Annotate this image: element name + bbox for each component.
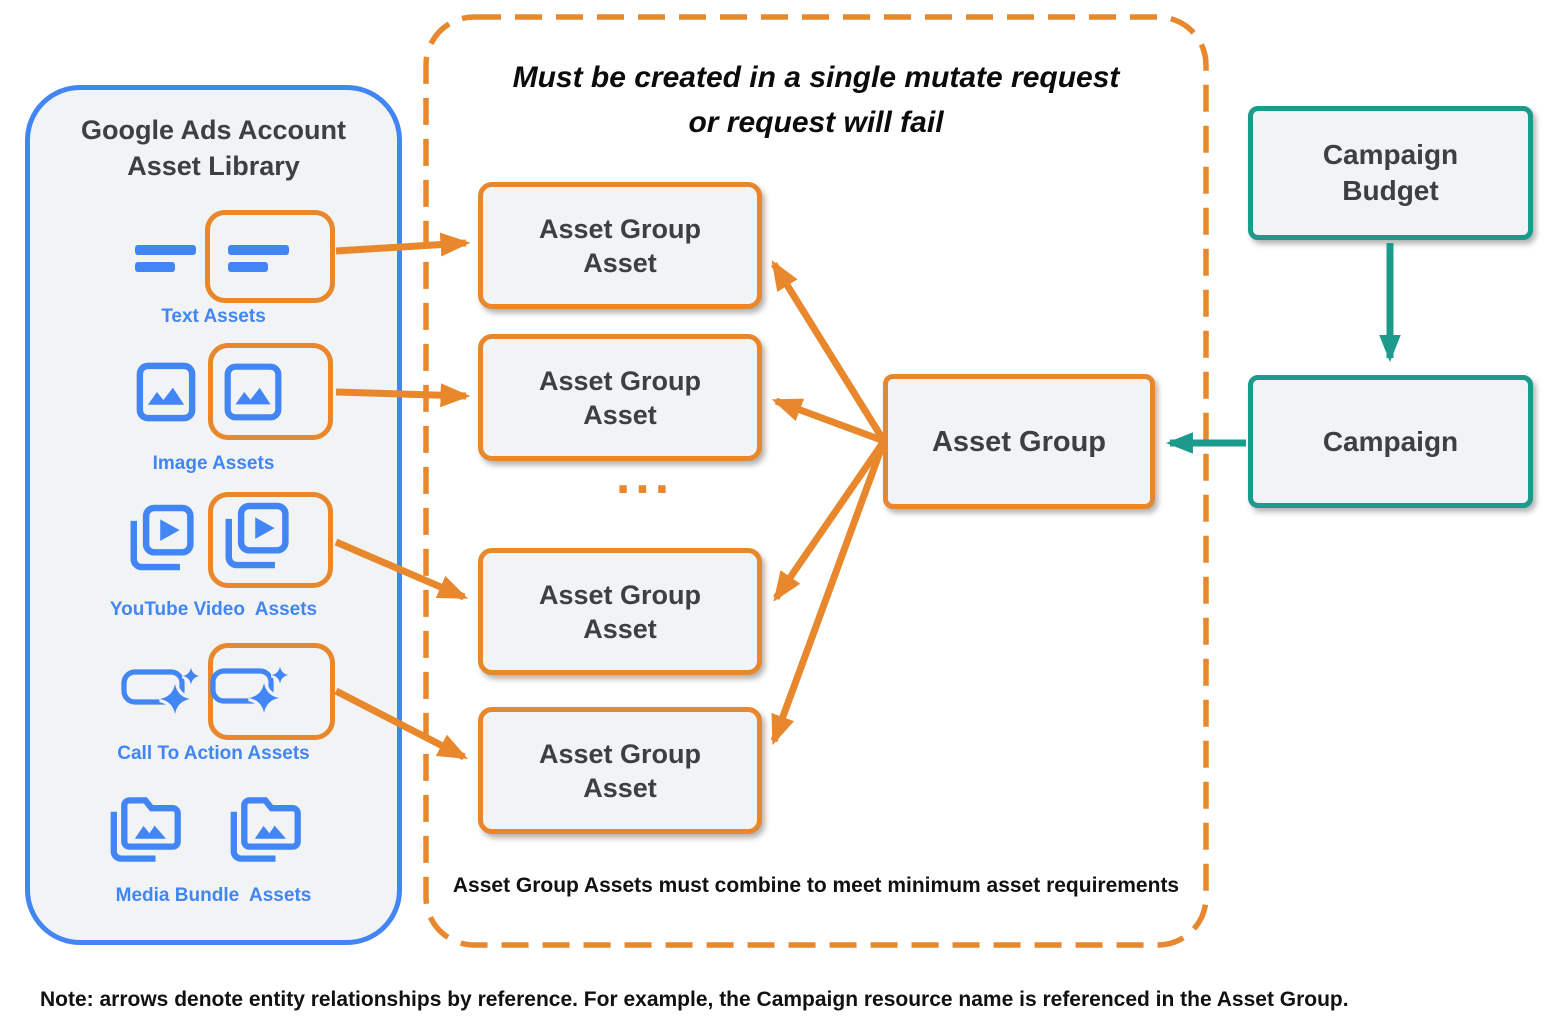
asset-group-asset-box: Asset Group Asset [478, 334, 762, 461]
arrow-assetgroup-to-aga3 [773, 439, 887, 602]
call-to-action-asset-icon [210, 666, 289, 713]
youtube-assets-label: YouTube Video Assets [109, 599, 318, 620]
arrow-assetgroup-to-aga1 [771, 260, 887, 443]
image-asset-icon [136, 362, 196, 422]
text-asset-icon [135, 245, 196, 272]
reference-note: Note: arrows denote entity relationships… [40, 988, 1349, 1011]
youtube-video-asset-icon [130, 504, 194, 571]
asset-group-asset-box: Asset Group Asset [478, 548, 762, 675]
youtube-asset-highlight-box [208, 492, 333, 588]
youtube-video-asset-icon [225, 502, 289, 569]
mutate-request-title: Must be created in a single mutate reque… [512, 61, 1120, 139]
image-asset-highlight-box [208, 343, 333, 440]
asset-group-box: Asset Group [883, 374, 1155, 509]
media-bundle-assets-label: Media Bundle Assets [115, 885, 312, 906]
campaign-box: Campaign [1248, 375, 1533, 508]
call-to-action-asset-icon [121, 667, 200, 714]
image-assets-label: Image Assets [152, 453, 275, 474]
arrow-assetgroup-to-aga2 [771, 397, 886, 445]
image-asset-icon [224, 363, 282, 421]
mutate-request-caption: Asset Group Assets must combine to meet … [452, 874, 1180, 897]
text-asset-icon [228, 245, 289, 272]
text-asset-highlight-box [205, 210, 335, 303]
asset-group-asset-box: Asset Group Asset [478, 707, 762, 834]
arrow-assetgroup-to-aga4 [770, 439, 888, 746]
media-bundle-asset-icon [110, 797, 181, 862]
text-assets-label: Text Assets [161, 306, 266, 327]
campaign-budget-box: Campaign Budget [1248, 106, 1533, 240]
library-title: Google Ads Account Asset Library [80, 115, 346, 181]
cta-assets-label: Call To Action Assets [117, 743, 310, 764]
media-bundle-asset-icon [230, 797, 301, 862]
asset-group-asset-box: Asset Group Asset [478, 182, 762, 309]
